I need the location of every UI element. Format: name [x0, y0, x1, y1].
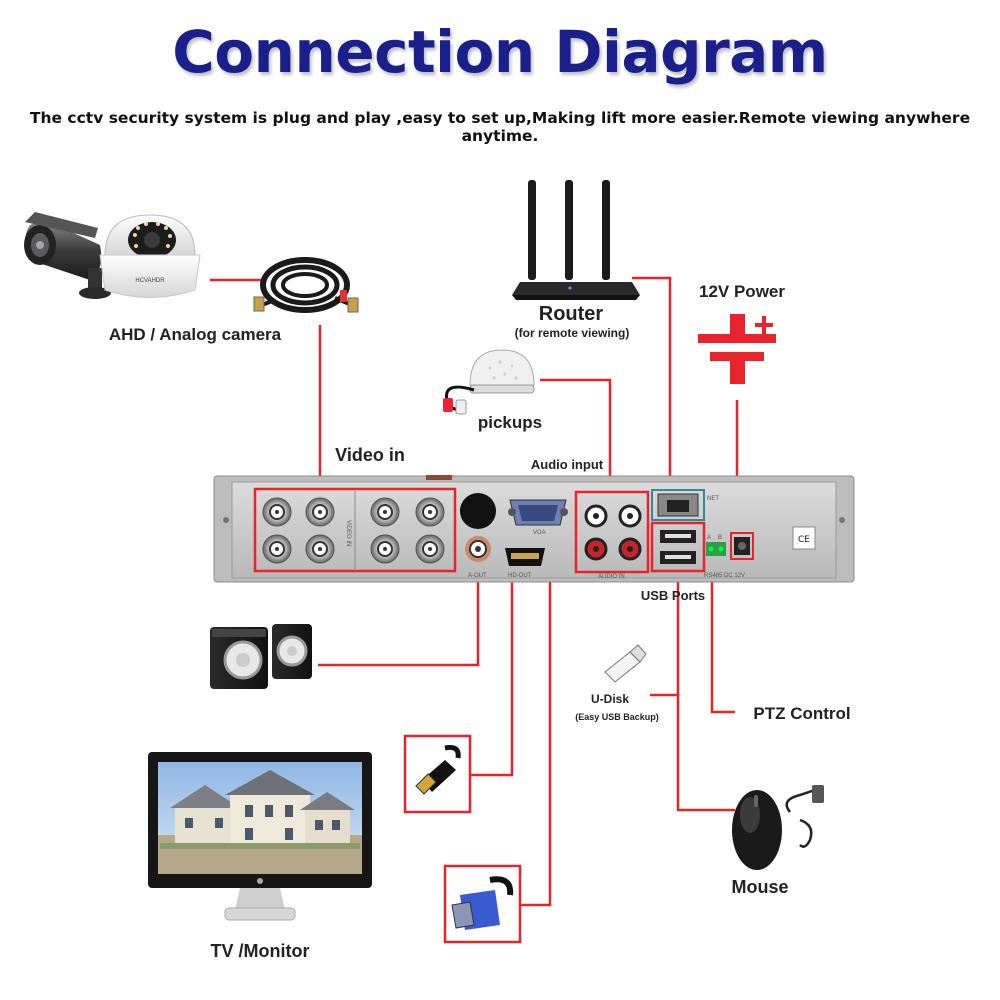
mouse-icon: [732, 785, 824, 870]
net-port: [651, 489, 705, 521]
bnc-port: [370, 534, 400, 564]
net-text: NET: [707, 496, 719, 502]
monitor-icon: [148, 752, 372, 921]
a-out-text: A-OUT: [468, 573, 487, 579]
hdmi-cable-icon: [403, 734, 472, 814]
power-symbol-icon: [698, 314, 776, 384]
rs485-text: RS485 DC 12V: [704, 573, 745, 579]
dc-power-port: [730, 532, 754, 560]
rca-ports: [584, 504, 642, 561]
bnc-port: [305, 534, 335, 564]
bnc-port: [415, 497, 445, 527]
video-in-label: Video in: [335, 445, 405, 465]
bnc-port: [370, 497, 400, 527]
page-subtitle: The cctv security system is plug and pla…: [29, 109, 971, 145]
rs485-port: [706, 542, 726, 556]
usb-disk-icon: [604, 644, 647, 683]
mouse-label: Mouse: [731, 877, 788, 897]
a-out-port: [460, 493, 496, 562]
rs485-a-text: A: [707, 535, 711, 541]
page-title: Connection Diagram: [172, 18, 828, 86]
router-label: Router: [539, 303, 604, 325]
usb-ports-label: USB Ports: [641, 588, 705, 603]
hd-out-text: HD-OUT: [508, 573, 532, 579]
dome-camera-icon: HCVAHDR: [99, 214, 201, 298]
rs485-b-text: B: [718, 535, 722, 541]
udisk-label: U-Disk: [591, 692, 629, 706]
certification-mark-icon: CE: [792, 526, 816, 550]
bnc-port: [262, 497, 292, 527]
vga-cable-icon: [443, 864, 522, 944]
udisk-note: (Easy USB Backup): [575, 712, 659, 722]
usb-highlight: [650, 521, 706, 573]
video-in-panel-text: VIDEO IN: [345, 520, 351, 546]
audio-in-highlight: [574, 490, 650, 574]
speakers-icon: [210, 624, 312, 689]
vga-port: [508, 499, 568, 526]
bnc-port: [262, 534, 292, 564]
bnc-port: [305, 497, 335, 527]
ptz-label: PTZ Control: [753, 704, 850, 723]
bnc-port: [415, 534, 445, 564]
audio-in-text: AUDIO IN: [598, 574, 625, 580]
power-label: 12V Power: [699, 282, 785, 301]
router-icon: [512, 180, 640, 300]
hdmi-port: [505, 548, 545, 566]
microphone-pickup-icon: [443, 349, 535, 415]
bnc-cable-icon: [253, 257, 359, 313]
vga-text: VGA: [533, 530, 546, 536]
camera-label: AHD / Analog camera: [109, 325, 282, 344]
router-note: (for remote viewing): [515, 326, 630, 340]
video-in-highlight: [253, 487, 457, 573]
pickups-label: pickups: [478, 413, 542, 432]
usb-ports: [660, 530, 696, 564]
camera-brand-text: HCVAHDR: [135, 278, 165, 284]
bullet-camera-icon: [24, 212, 111, 299]
svg-text:CE: CE: [798, 535, 810, 545]
bnc-ports: [262, 497, 445, 564]
tv-label: TV /Monitor: [211, 941, 310, 961]
audio-input-label: Audio input: [531, 457, 604, 472]
